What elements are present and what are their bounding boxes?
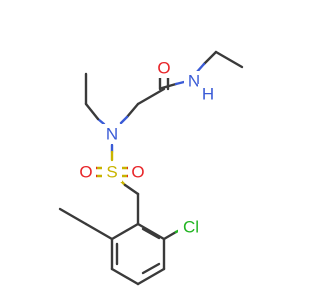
ring-bond-2 <box>136 222 166 241</box>
ring-bond-7 <box>110 222 140 241</box>
amide-nitrogen-label: N <box>188 72 200 91</box>
sulfonyl-oxygen-left-label: O <box>79 163 92 182</box>
ring-bond-5 <box>110 267 140 286</box>
bond-ring-methyl <box>84 222 114 241</box>
ring-double-2 <box>141 262 161 275</box>
amide-oxygen-label: O <box>157 59 170 78</box>
bond-ethyl-ch3-ch2 <box>214 50 244 69</box>
sulfonyl-oxygen-right-label: O <box>131 163 144 182</box>
bond-carbonyl-ch2 <box>136 87 166 106</box>
sulfur-label: S <box>106 163 117 182</box>
bond-n-ethyl-ch2 <box>84 102 100 121</box>
bond-ring-cl-c <box>162 230 178 241</box>
amide-hydrogen-label: H <box>202 85 214 104</box>
ring-bond-4 <box>136 267 166 286</box>
bond-n-ethyl-n <box>96 117 106 126</box>
chlorine-label: Cl <box>183 218 199 237</box>
bond-carbonyl-c-n-n <box>174 80 186 86</box>
sulfonamide-nitrogen-label: N <box>106 125 118 144</box>
molecule-structure: O N H N S O O Cl <box>58 50 244 286</box>
bond-ch2-n <box>125 102 140 119</box>
bond-ethyl-ch2-nh <box>202 50 218 66</box>
atom-labels: O N H N S O O Cl <box>76 58 218 237</box>
bond-s-ring-c <box>123 183 140 196</box>
bond-ch2-n-n <box>119 115 129 125</box>
ring-double-1 <box>141 227 161 240</box>
bond-methyl-end <box>58 207 88 226</box>
